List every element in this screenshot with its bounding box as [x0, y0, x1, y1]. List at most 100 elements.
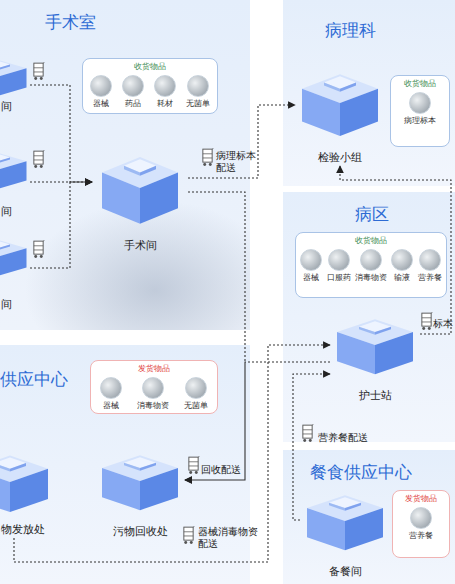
item-label: 营养餐	[418, 273, 442, 282]
item-photo	[410, 507, 432, 529]
goods-item: 病理标本	[404, 92, 436, 125]
cube-shape	[0, 55, 28, 97]
goods-box: 收货物品病理标本	[390, 75, 450, 147]
item-label: 营养餐	[409, 531, 433, 540]
section-panel: 病理科检验小组收货物品病理标本	[283, 0, 455, 186]
edge-label: 标本	[433, 318, 455, 330]
goods-item: 无菌单	[186, 75, 210, 108]
item-photo	[409, 92, 431, 114]
goods-box: 发货物品营养餐	[392, 490, 450, 558]
cube-face	[124, 463, 140, 471]
cube-face	[0, 161, 27, 189]
cube-icon	[0, 148, 28, 194]
goods-box: 发货物品器械消毒物资无菌单	[90, 360, 218, 414]
goods-item: 营养餐	[409, 507, 433, 540]
item-label: 器械	[103, 401, 119, 410]
cube-icon	[300, 66, 380, 142]
item-photo	[100, 377, 122, 399]
item-photo	[391, 249, 413, 271]
goods-item: 消毒物资	[137, 377, 169, 410]
section-heading: 手术室	[45, 12, 96, 32]
cube-face	[0, 65, 10, 70]
cube-face	[345, 503, 361, 511]
goods-item: 无菌单	[184, 377, 208, 410]
item-photo	[328, 249, 350, 271]
item-row: 器械口服药消毒物资输液营养餐	[298, 249, 444, 282]
item-row: 器械 消毒物资 无菌单	[93, 377, 215, 410]
item-label: 消毒物资	[355, 273, 387, 282]
item-row: 营养餐	[395, 507, 447, 540]
item-photo	[185, 377, 207, 399]
cube-face	[140, 173, 178, 224]
goods-item: 器械	[90, 75, 112, 108]
edge-label: 器械消毒物资配送	[198, 526, 262, 550]
cube-face	[337, 332, 375, 374]
section-panel: 病区收货物品器械口服药消毒物资输液营养餐护士站	[283, 192, 455, 442]
item-photo	[360, 249, 382, 271]
station-cube: 检验小组	[295, 66, 385, 166]
item-label: 无菌单	[186, 99, 210, 108]
station-label: 间	[1, 100, 30, 113]
item-row: 器械药品 耗材 无菌单	[85, 75, 215, 108]
goods-item: 器械	[300, 249, 322, 282]
item-row: 病理标本	[393, 92, 447, 125]
item-photo	[419, 249, 441, 271]
cube-shape	[100, 148, 180, 226]
station-cube: 备餐间	[300, 488, 390, 580]
cube-face	[140, 463, 156, 471]
cube-face	[0, 245, 10, 250]
section-heading: 餐食供应中心	[310, 462, 412, 482]
cube-shape	[335, 312, 415, 376]
station-label: 污物回收处	[95, 525, 185, 538]
cube-shape	[100, 448, 180, 512]
item-label: 输液	[394, 273, 410, 282]
cube-shape	[0, 148, 28, 190]
cube-face	[307, 508, 345, 550]
station-cube: 护士站	[330, 312, 420, 404]
cube-icon	[305, 488, 385, 556]
box-title: 收货物品	[393, 79, 447, 89]
station-label: 护士站	[330, 389, 420, 402]
cube-icon	[100, 448, 180, 516]
cube-shape	[0, 235, 28, 277]
item-label: 无菌单	[184, 401, 208, 410]
goods-box: 收货物品器械口服药消毒物资输液营养餐	[295, 232, 447, 298]
edge-label: 回收配送	[201, 464, 245, 476]
edge-label: 病理标本配送	[216, 150, 258, 174]
station-cube: 物发放处	[0, 448, 60, 538]
station-cube: 间	[0, 148, 30, 220]
cube-icon	[100, 148, 180, 230]
cube-face	[0, 469, 10, 512]
cube-face	[102, 468, 140, 510]
cube-icon	[0, 448, 50, 518]
station-label: 备餐间	[300, 565, 390, 578]
cube-shape	[305, 488, 385, 552]
section-panel: 手术室间收货物品器械药品耗材无菌单间手术间间	[0, 0, 250, 330]
station-cube: 手术间	[92, 148, 188, 254]
goods-item: 器械	[100, 377, 122, 410]
station-cube: 间	[0, 55, 30, 115]
item-photo	[122, 75, 144, 97]
item-label: 耗材	[157, 99, 173, 108]
cube-shape	[300, 66, 380, 138]
cube-face	[140, 166, 156, 176]
box-title: 发货物品	[395, 494, 447, 504]
goods-item: 营养餐	[418, 249, 442, 282]
goods-item: 输液	[391, 249, 413, 282]
item-label: 口服药	[327, 273, 351, 282]
item-label: 药品	[125, 99, 141, 108]
cube-face	[302, 89, 340, 136]
cube-face	[375, 327, 391, 335]
goods-box: 收货物品器械药品耗材无菌单	[82, 58, 218, 114]
cube-icon	[0, 235, 28, 281]
item-photo	[154, 75, 176, 97]
cube-icon	[335, 312, 415, 380]
station-label: 物发放处	[1, 523, 60, 536]
cube-face	[340, 89, 378, 136]
cube-face	[340, 82, 356, 91]
cube-face	[124, 166, 140, 176]
station-label: 检验小组	[295, 151, 385, 164]
item-label: 消毒物资	[137, 401, 169, 410]
goods-item: 药品	[122, 75, 144, 108]
cube-face	[140, 468, 178, 510]
